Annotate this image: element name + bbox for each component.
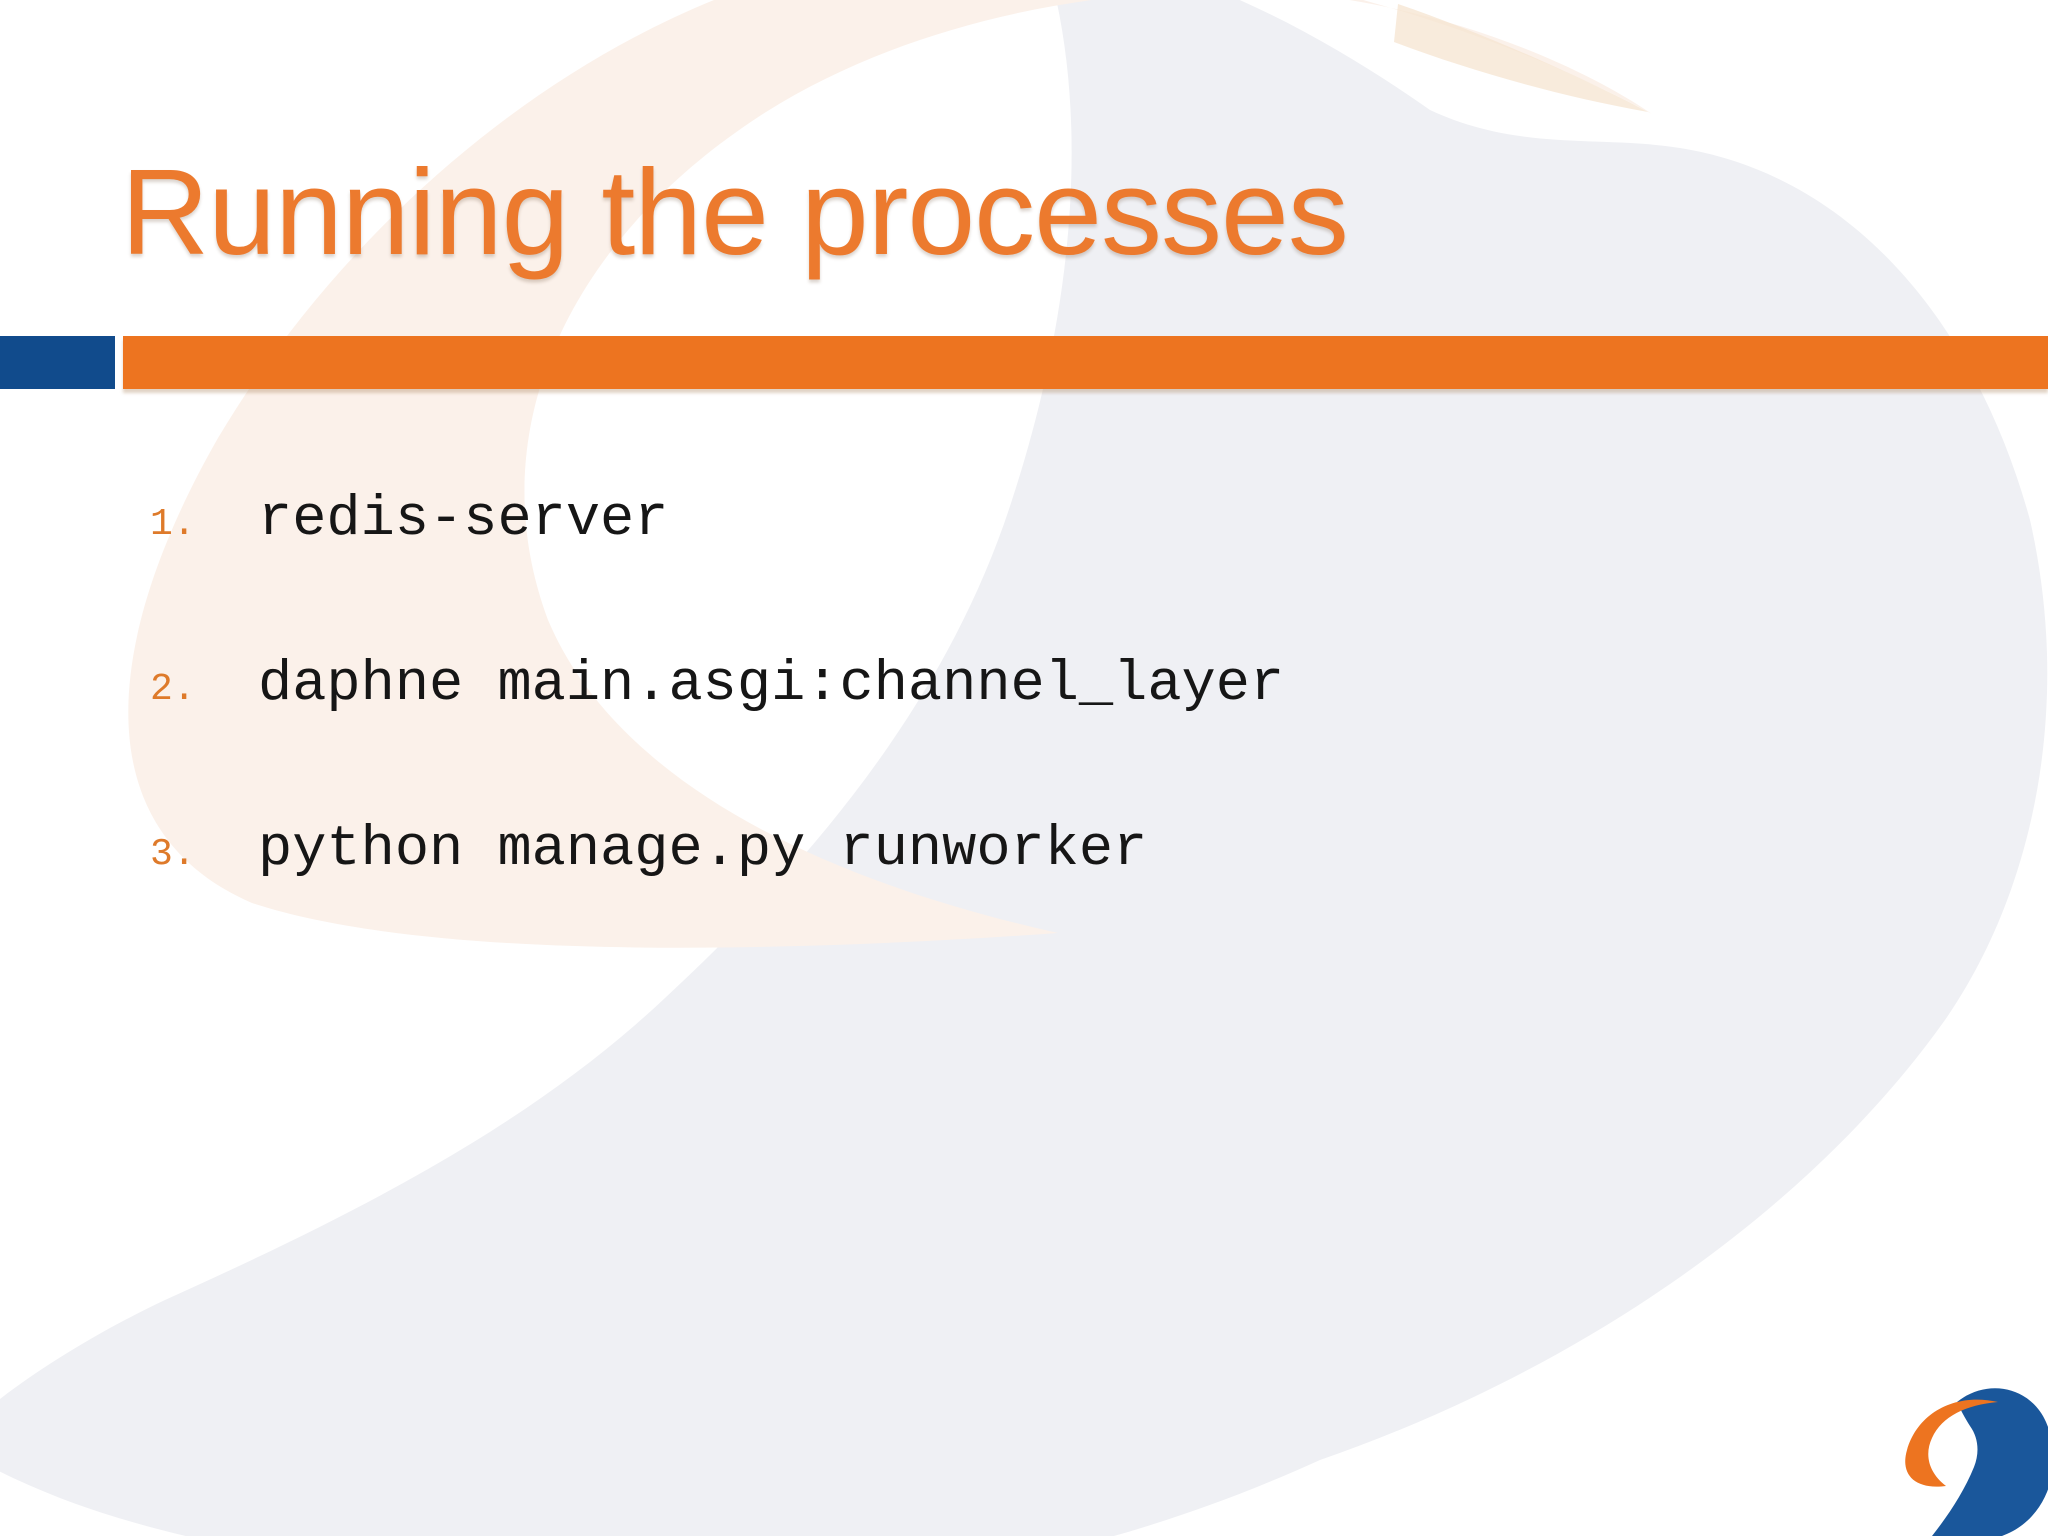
- list-item: 1. redis-server: [150, 488, 1284, 554]
- list-item-number: 3.: [150, 833, 196, 876]
- list-item: 3. python manage.py runworker: [150, 818, 1284, 884]
- company-swirl-logo-icon: [1905, 1388, 2048, 1536]
- list-item-command: python manage.py runworker: [258, 818, 1148, 882]
- background-peach-tip-shape: [1394, 4, 1648, 112]
- list-item-command: daphne main.asgi:channel_layer: [258, 653, 1285, 717]
- list-item: 2. daphne main.asgi:channel_layer: [150, 653, 1284, 719]
- logo-blue-comma-shape: [1932, 1388, 2048, 1536]
- logo-orange-crescent-shape: [1905, 1399, 1998, 1487]
- list-item-number: 1.: [150, 503, 196, 546]
- list-item-number: 2.: [150, 668, 196, 711]
- title-divider-orange-bar: [123, 336, 2048, 389]
- title-divider-blue-segment: [0, 336, 115, 389]
- background-peach-crescent-shape: [128, 0, 1652, 948]
- process-list: 1. redis-server 2. daphne main.asgi:chan…: [150, 488, 1284, 983]
- list-item-command: redis-server: [258, 488, 669, 552]
- page-title: Running the processes: [121, 144, 1349, 280]
